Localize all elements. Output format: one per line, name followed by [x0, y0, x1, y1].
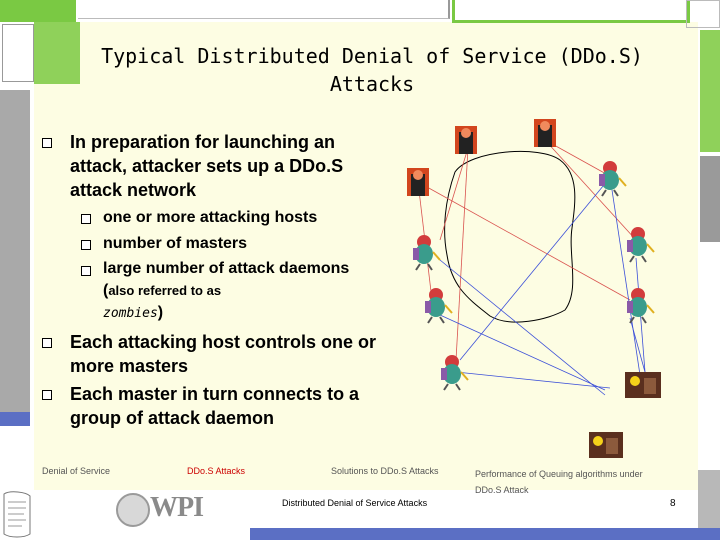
deco-gray-bar-right [700, 156, 720, 242]
bullet-marker [42, 138, 52, 148]
bullet-marker [42, 390, 52, 400]
victim-icon [589, 432, 623, 458]
footer-title: Distributed Denial of Service Attacks [282, 498, 428, 508]
bullet-text: number of masters [103, 235, 248, 252]
wpi-logo: WPI [116, 491, 208, 527]
bullet-text: In preparation for launching an attack, … [70, 132, 344, 200]
blue-line [611, 189, 641, 376]
attacker-devil-icon [534, 119, 556, 147]
bullet-text: Each attacking host controls one or more… [70, 332, 377, 376]
seal-icon [116, 493, 150, 527]
blue-line [455, 371, 611, 389]
bullet-host-controls: Each attacking host controls one or more… [42, 330, 390, 378]
red-line [417, 181, 631, 301]
zombie-daemon-icon [424, 287, 453, 324]
attacker-devil-icon [407, 168, 429, 196]
nav-ddos-attacks[interactable]: DDo.S Attacks [187, 466, 246, 476]
bullet-marker [81, 214, 91, 224]
connection-lines [417, 139, 646, 396]
bullet-text: large number of attack daemons ( [103, 260, 350, 299]
deco-green-frame-top [452, 0, 690, 23]
blue-line [439, 314, 606, 391]
red-line [439, 147, 469, 241]
bullet-masters: number of masters [81, 232, 383, 256]
bullet-marker [42, 338, 52, 348]
blue-line [439, 259, 606, 396]
zombie-daemon-icon [412, 234, 441, 271]
bullet-marker [81, 240, 91, 250]
slide-background [34, 22, 698, 490]
deco-gray-bar-bottom-right [698, 470, 720, 528]
victim-icon [625, 372, 661, 398]
deco-gray-box-left [2, 24, 34, 82]
bullet-text: one or more attacking hosts [103, 209, 318, 226]
nav-solutions[interactable]: Solutions to DDo.S Attacks [331, 466, 439, 476]
bullet-preparation: In preparation for launching an attack, … [42, 130, 390, 202]
blue-line [629, 317, 646, 373]
bullet-marker [81, 266, 91, 276]
page-number: 8 [670, 498, 676, 509]
bullet-attack-daemons: large number of attack daemons (also ref… [81, 258, 383, 325]
red-line [455, 147, 469, 361]
scroll-icon [3, 491, 31, 538]
logo-text: WPI [150, 492, 204, 523]
deco-green-block-top [0, 0, 76, 22]
bullet-note: also referred to as [108, 283, 222, 298]
bullet-master-connects: Each master in turn connects to a group … [42, 382, 390, 430]
deco-blue-bar-left [0, 412, 30, 426]
zombies-term: zombies [103, 306, 158, 321]
deco-blue-bar-bottom [250, 528, 720, 540]
red-line [544, 139, 637, 241]
deco-green-bar-right [700, 30, 720, 152]
internet-cloud [444, 150, 576, 323]
nav-performance[interactable]: Performance of Queuing algorithms under … [475, 469, 643, 495]
bullet-attacking-hosts: one or more attacking hosts [81, 206, 383, 230]
bullet-close: ) [157, 304, 164, 321]
nav-denial-of-service[interactable]: Denial of Service [42, 466, 111, 476]
bullet-text: Each master in turn connects to a group … [70, 384, 360, 428]
blue-line [459, 179, 609, 361]
zombie-daemon-icon [626, 226, 655, 263]
deco-gray-line-top [78, 0, 450, 19]
attacker-devil-icon [455, 126, 477, 154]
page-title: Typical Distributed Denial of Service (D… [101, 44, 643, 96]
deco-green-bar-left [34, 22, 80, 84]
deco-gray-bar-left [0, 90, 30, 420]
